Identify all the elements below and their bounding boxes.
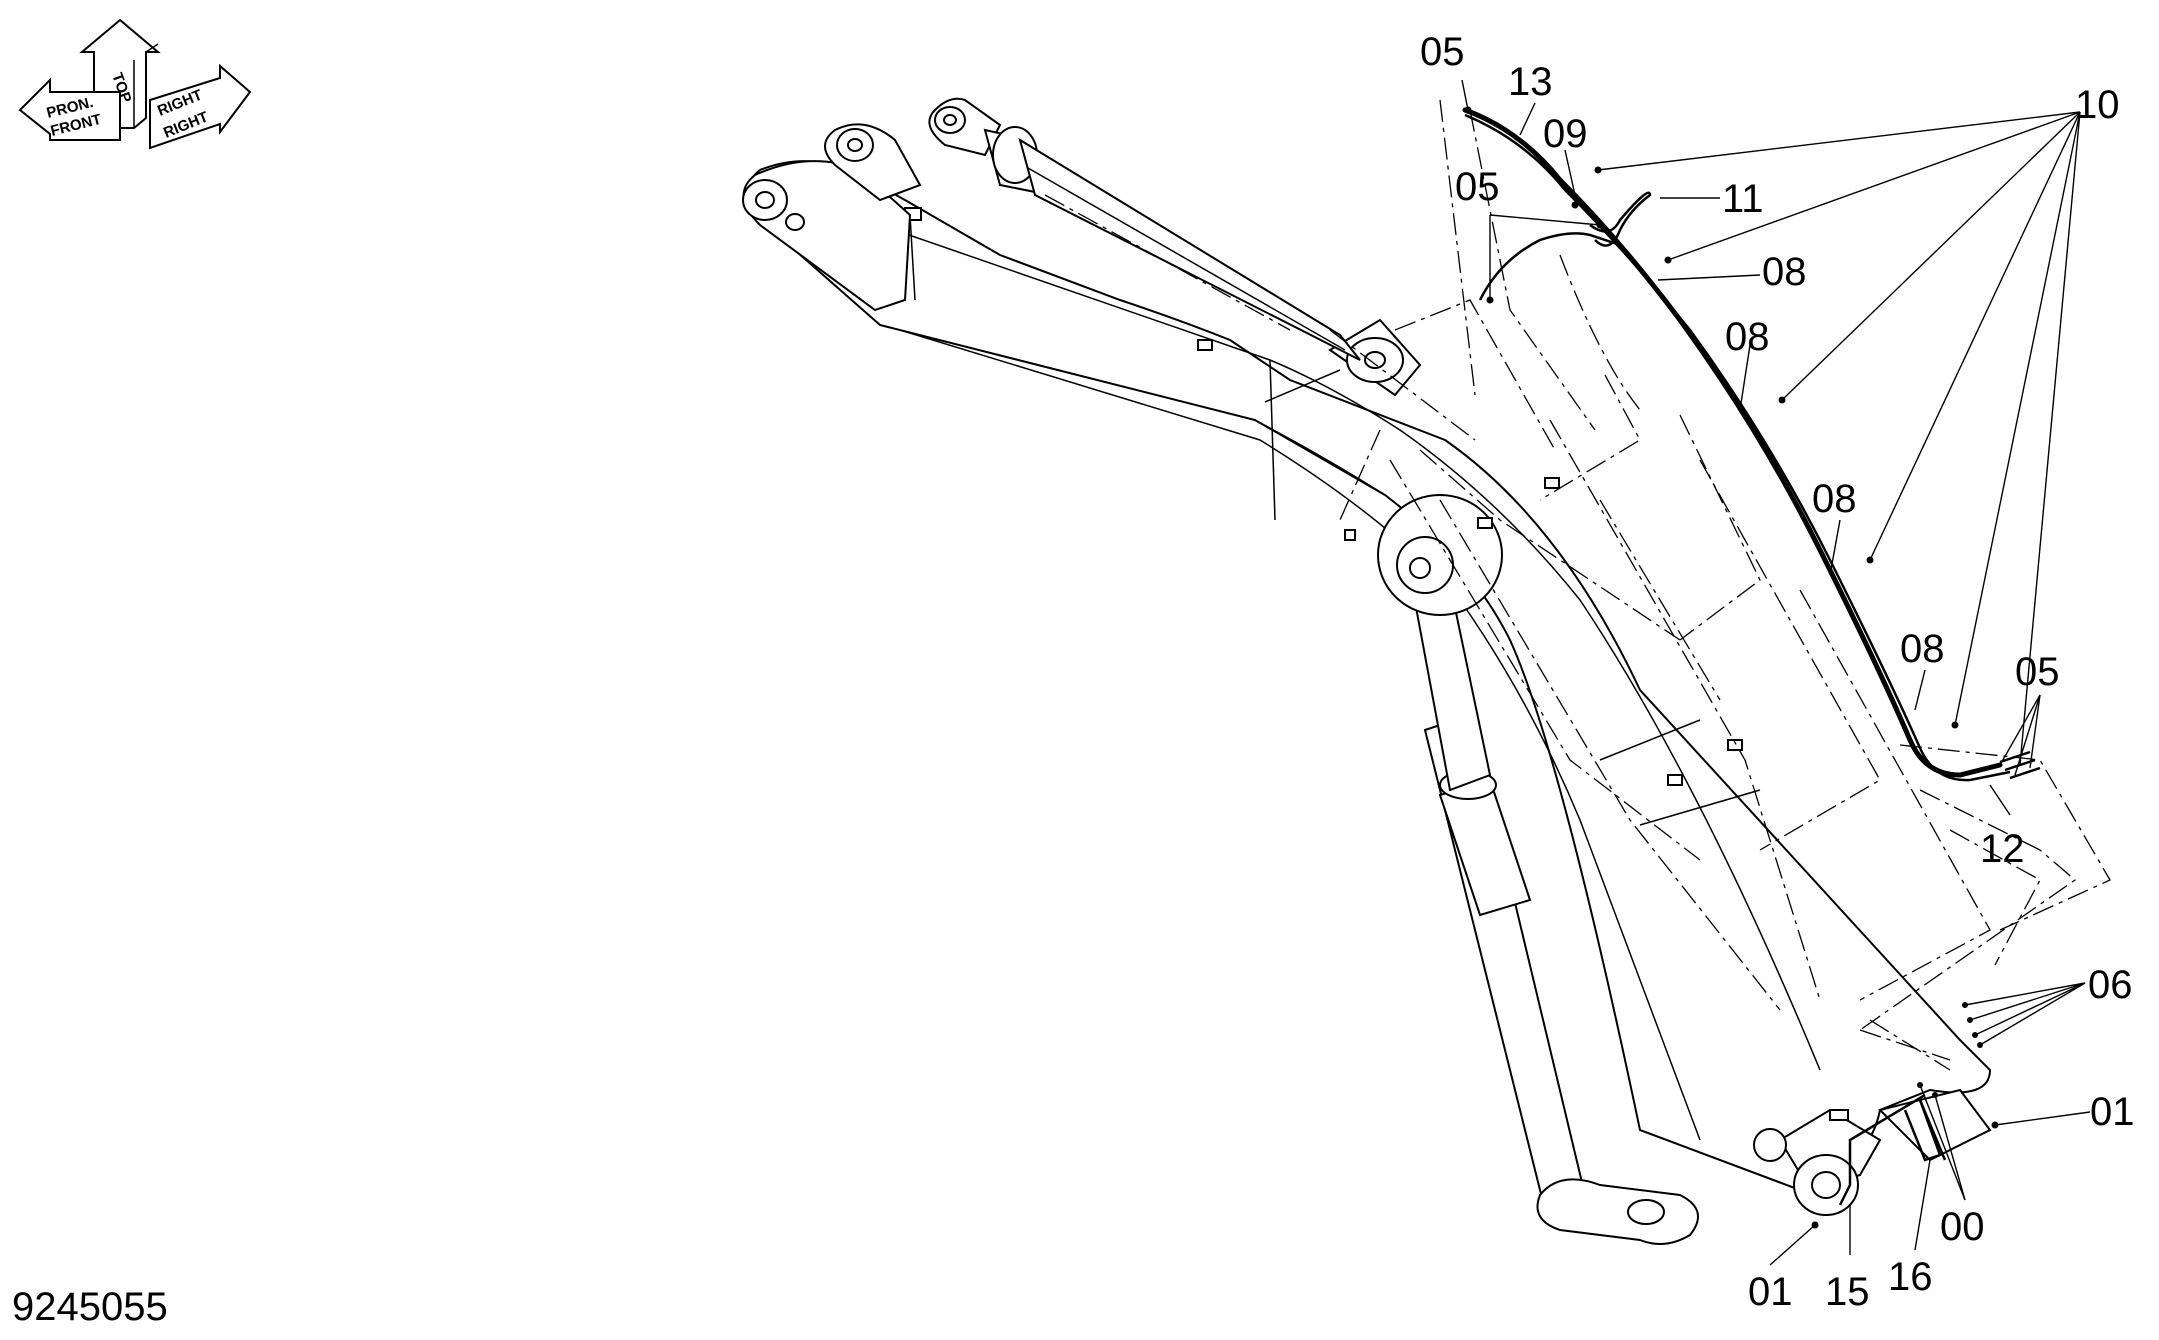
label-11: 11 <box>1722 177 1764 221</box>
guide-lines <box>1044 99 2111 1071</box>
label-01-right: 01 <box>2090 1090 2135 1134</box>
label-08-c: 08 <box>1812 477 1857 521</box>
label-16: 16 <box>1888 1255 1933 1299</box>
boom-cylinder <box>1408 558 1699 1245</box>
label-15: 15 <box>1825 1270 1870 1314</box>
label-12: 12 <box>1980 827 2025 871</box>
hose-lines <box>1462 107 2041 1206</box>
label-08-a: 08 <box>1762 250 1807 294</box>
boom-body <box>747 160 1992 1216</box>
drawing-number: 9245055 <box>12 1285 168 1329</box>
label-10: 10 <box>2075 83 2120 127</box>
label-01-bottom: 01 <box>1748 1270 1793 1314</box>
label-08-d: 08 <box>1900 627 1945 671</box>
label-05-top: 05 <box>1420 30 1465 74</box>
label-00: 00 <box>1940 1205 1985 1249</box>
label-05-right: 05 <box>2015 650 2060 694</box>
part-number-labels: 05 13 09 05 11 10 08 08 08 08 05 12 06 0… <box>1420 30 2135 1314</box>
boom-front-end <box>742 97 1361 361</box>
label-08-b: 08 <box>1725 315 1770 359</box>
orientation-arrow-icon: TOP PRON. FRONT RIGHT RIGHT <box>18 18 252 150</box>
label-06: 06 <box>2088 963 2133 1007</box>
label-09: 09 <box>1543 112 1588 156</box>
label-13: 13 <box>1508 60 1553 104</box>
leader-lines <box>1461 79 2091 1266</box>
label-05-mid: 05 <box>1455 165 1500 209</box>
